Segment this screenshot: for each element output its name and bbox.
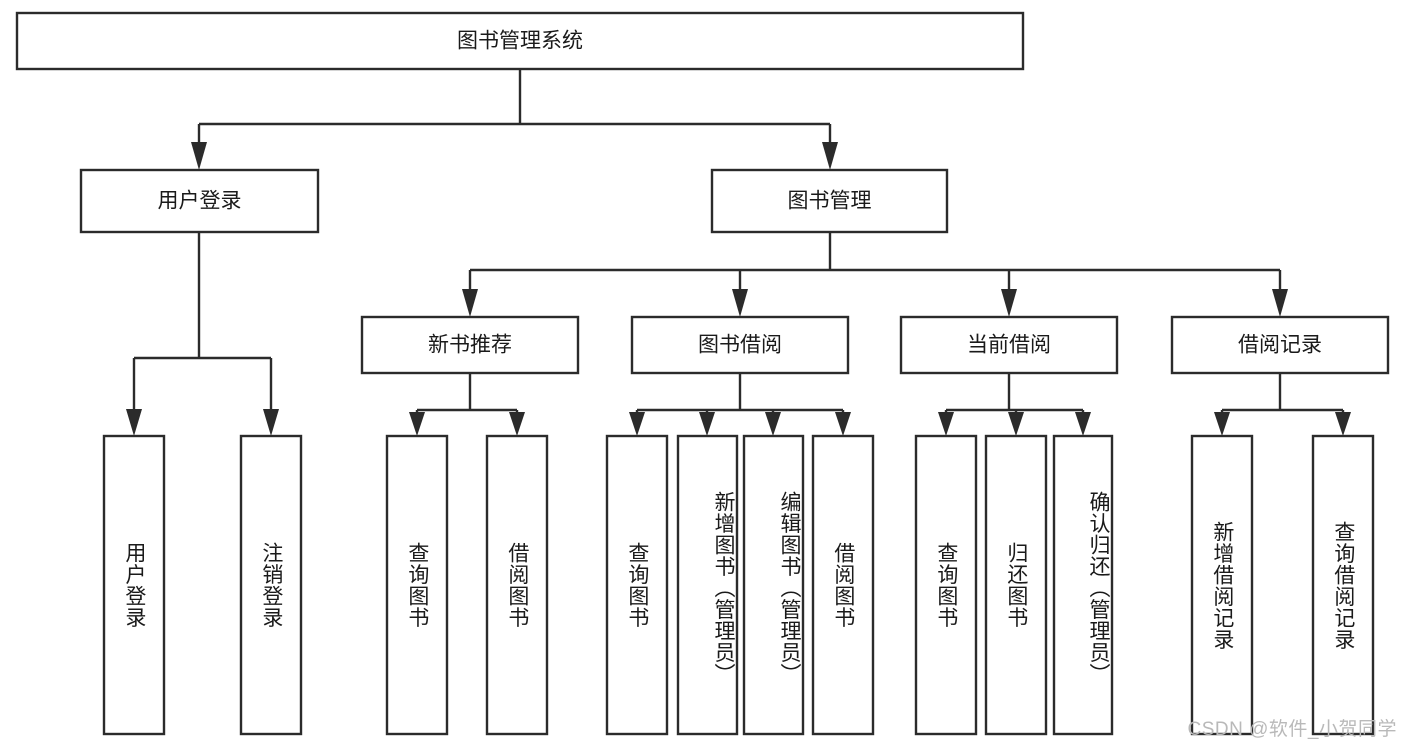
arrowhead-borrow-record <box>1272 289 1288 317</box>
arrowhead-current-borrow <box>1001 289 1017 317</box>
leaf-add-book-admin-box[interactable] <box>676 434 739 736</box>
connector-group-borrowrecord-to-leaves <box>1214 373 1351 436</box>
node-borrow-record-box[interactable] <box>1170 315 1390 375</box>
arrowhead-leaf-borrow-book <box>835 412 851 436</box>
arrowhead-user-login <box>191 142 207 170</box>
node-current-borrow[interactable]: 当前借阅 <box>899 315 1119 375</box>
arrowhead-book-borrow <box>732 289 748 317</box>
node-book-management[interactable]: 图书管理 <box>710 168 949 234</box>
leaf-query-book-recommend-box[interactable] <box>385 434 449 736</box>
node-root[interactable]: 图书管理系统 <box>15 11 1025 71</box>
node-new-book-recommend-box[interactable] <box>360 315 580 375</box>
leaf-confirm-return-admin-box[interactable] <box>1052 434 1114 736</box>
arrowhead-leaf-query-book-borrow <box>629 412 645 436</box>
node-root-box[interactable] <box>15 11 1025 71</box>
leaf-borrow-book-recommend-box[interactable] <box>485 434 549 736</box>
arrowhead-book-management <box>822 142 838 170</box>
leaf-boxes <box>102 434 1375 736</box>
leaf-user-login-box[interactable] <box>102 434 166 736</box>
leaf-return-book-box[interactable] <box>984 434 1048 736</box>
connector-group-currentborrow-to-leaves <box>938 373 1091 436</box>
arrowhead-leaf-query-book-current <box>938 412 954 436</box>
arrowhead-leaf-edit-book-admin <box>765 412 781 436</box>
leaf-add-borrow-record-box[interactable] <box>1190 434 1254 736</box>
node-book-borrow-label: 图书借阅 <box>698 334 782 357</box>
connector-group-userlogin-to-leaves <box>126 232 279 436</box>
leaf-logout-login-box[interactable] <box>239 434 303 736</box>
leaf-borrow-book-box[interactable] <box>811 434 875 736</box>
node-book-management-box[interactable] <box>710 168 949 234</box>
arrowhead-leaf-query-book-recommend <box>409 412 425 436</box>
node-user-login-box[interactable] <box>79 168 320 234</box>
arrowhead-leaf-logout-login <box>263 409 279 436</box>
node-root-label: 图书管理系统 <box>457 30 583 53</box>
arrowhead-leaf-query-borrow-record <box>1335 412 1351 436</box>
node-new-book-recommend-label: 新书推荐 <box>428 334 512 357</box>
node-book-management-label: 图书管理 <box>788 190 872 213</box>
arrowhead-leaf-add-borrow-record <box>1214 412 1230 436</box>
arrowhead-leaf-add-book-admin <box>699 412 715 436</box>
leaf-edit-book-admin-box[interactable] <box>742 434 805 736</box>
arrowhead-leaf-borrow-book-recommend <box>509 412 525 436</box>
node-current-borrow-label: 当前借阅 <box>967 334 1051 357</box>
node-book-borrow[interactable]: 图书借阅 <box>630 315 850 375</box>
leaf-query-borrow-record-box[interactable] <box>1311 434 1375 736</box>
connector-group-bookborrow-to-leaves <box>629 373 851 436</box>
node-current-borrow-box[interactable] <box>899 315 1119 375</box>
node-new-book-recommend[interactable]: 新书推荐 <box>360 315 580 375</box>
arrowhead-leaf-return-book <box>1008 412 1024 436</box>
leaf-query-book-borrow-box[interactable] <box>605 434 669 736</box>
node-user-login[interactable]: 用户登录 <box>79 168 320 234</box>
node-borrow-record-label: 借阅记录 <box>1238 334 1322 357</box>
node-book-borrow-box[interactable] <box>630 315 850 375</box>
arrowhead-new-book-recommend <box>462 289 478 317</box>
arrowhead-leaf-user-login <box>126 409 142 436</box>
csdn-watermark: CSDN @软件_小贺同学 <box>1187 719 1397 740</box>
arrowhead-leaf-confirm-return-admin <box>1075 412 1091 436</box>
connector-group-bookmgmt-to-level3 <box>462 232 1288 317</box>
leaf-query-book-current-box[interactable] <box>914 434 978 736</box>
connector-group-root-to-level2 <box>191 69 838 170</box>
node-user-login-label: 用户登录 <box>158 190 242 213</box>
node-borrow-record[interactable]: 借阅记录 <box>1170 315 1390 375</box>
connector-group-newbook-to-leaves <box>409 373 525 436</box>
